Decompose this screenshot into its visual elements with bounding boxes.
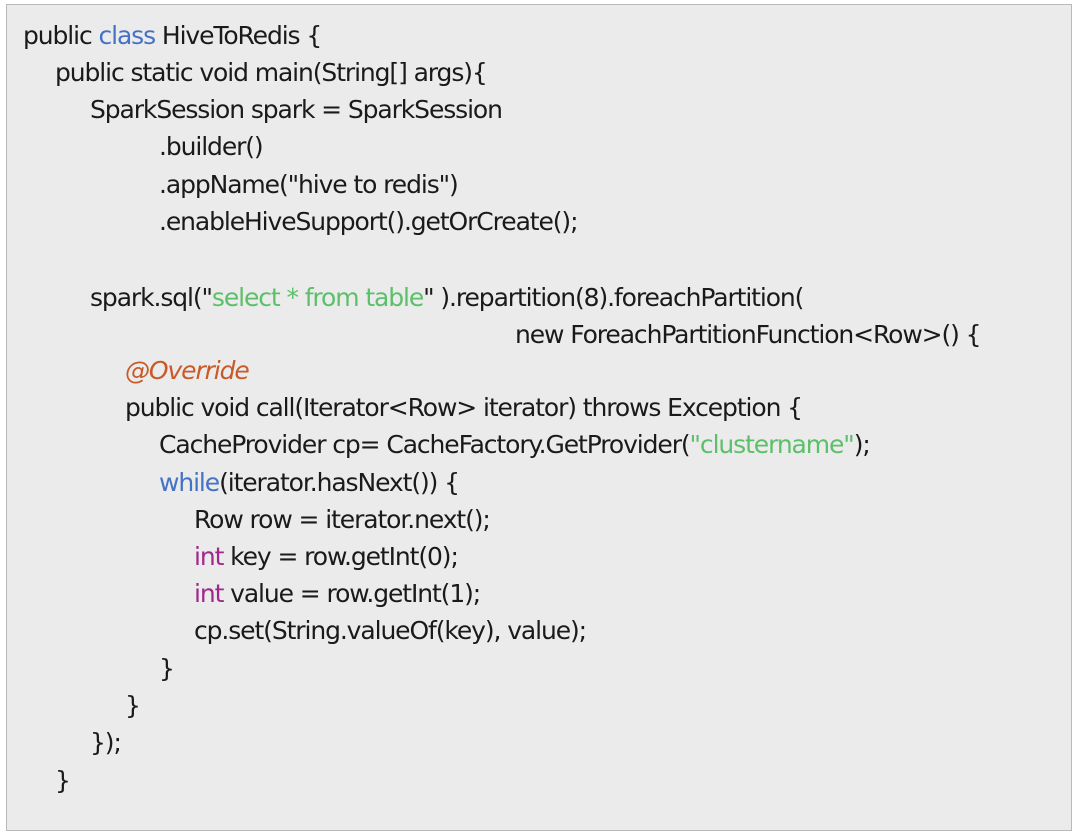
code-line: .builder() [159,129,264,165]
code-token: cp.set(String.valueOf(key), value); [194,616,587,645]
code-token: public static void main(String[] args){ [55,58,488,87]
code-line: } [55,763,71,799]
code-line: } [125,688,141,724]
code-token: } [125,691,141,720]
code-line: int key = row.getInt(0); [194,539,459,575]
code-line: SparkSession spark = SparkSession [90,92,503,128]
code-token: key = row.getInt(0); [223,542,459,571]
code-token: (iterator.hasNext()) { [219,468,460,497]
code-line: int value = row.getInt(1); [194,576,481,612]
keyword-token: class [98,21,156,50]
code-line: .appName("hive to redis") [159,167,459,203]
code-line: }); [90,725,122,761]
code-token: CacheProvider cp= CacheFactory.GetProvid… [159,430,691,459]
annotation-token: @Override [125,356,250,385]
type-keyword-token: int [194,579,224,608]
code-token: HiveToRedis { [155,21,322,50]
code-line: cp.set(String.valueOf(key), value); [194,613,587,649]
code-token: Row row = iterator.next(); [194,505,491,534]
type-keyword-token: int [194,542,224,571]
code-line: public void call(Iterator<Row> iterator)… [125,390,803,426]
code-token: ); [853,430,871,459]
code-token: new ForeachPartitionFunction<Row>() { [515,320,982,349]
code-line: new ForeachPartitionFunction<Row>() { [515,317,982,353]
code-line: .enableHiveSupport().getOrCreate(); [159,204,579,240]
code-token: SparkSession spark = SparkSession [90,95,503,124]
string-literal-token: select * from table [211,283,424,312]
code-line: public class HiveToRedis { [23,18,322,54]
code-token: public [23,21,99,50]
code-line: public static void main(String[] args){ [55,55,488,91]
code-line: @Override [125,353,250,389]
code-token: public void call(Iterator<Row> iterator)… [125,393,803,422]
code-line: while(iterator.hasNext()) { [159,465,460,501]
code-line: } [159,651,175,687]
code-token: " ).repartition(8).foreachPartition( [423,283,804,312]
code-token: }); [90,728,122,757]
code-line: Row row = iterator.next(); [194,502,491,538]
code-line: spark.sql("select * from table" ).repart… [90,280,804,316]
code-token: value = row.getInt(1); [223,579,481,608]
string-literal-token: "clustername" [689,430,855,459]
code-snippet-panel: public class HiveToRedis { public static … [6,4,1072,831]
code-token: } [159,654,175,683]
code-line: CacheProvider cp= CacheFactory.GetProvid… [159,427,871,463]
keyword-token: while [159,468,220,497]
code-token: .builder() [159,132,264,161]
code-token: .enableHiveSupport().getOrCreate(); [159,207,579,236]
code-token: .appName("hive to redis") [159,170,459,199]
code-token: } [55,766,71,795]
code-token: spark.sql(" [90,283,213,312]
